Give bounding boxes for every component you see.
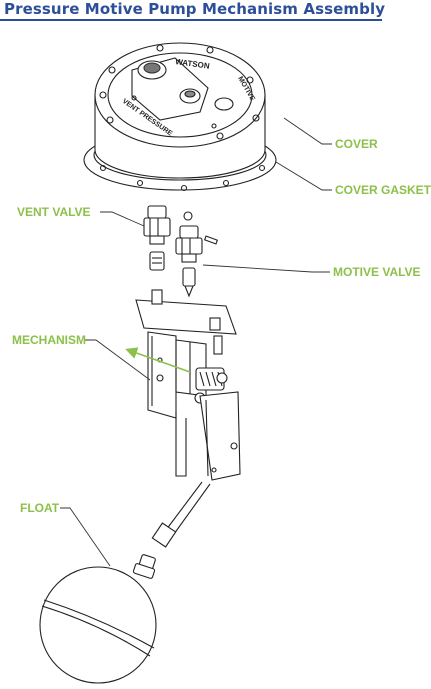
- vent-valve-part: [143, 205, 171, 271]
- label-mechanism: MECHANISM: [12, 333, 86, 347]
- label-cover: COVER: [335, 137, 378, 151]
- mechanism-arrow: [125, 347, 191, 373]
- cover-leader: [283, 117, 332, 145]
- mechanism-part: [135, 289, 241, 548]
- cover-gasket-leader: [275, 161, 332, 191]
- label-vent-valve: VENT VALVE: [17, 205, 91, 219]
- leader-lines: [60, 117, 332, 567]
- label-cover-gasket: COVER GASKET: [335, 183, 431, 197]
- label-float: FLOAT: [20, 501, 60, 515]
- motive-valve-part: [175, 211, 219, 298]
- mechanism-leader: [84, 339, 151, 381]
- page-title: Pressure Motive Pump Mechanism Assembly: [4, 0, 386, 18]
- label-motive-valve: MOTIVE VALVE: [333, 265, 421, 279]
- title-underline: [0, 19, 382, 21]
- cover-part: [83, 42, 277, 192]
- vent-valve-leader: [100, 211, 145, 227]
- float-part: [39, 554, 157, 684]
- float-leader: [60, 507, 111, 567]
- motive-valve-leader: [202, 264, 330, 273]
